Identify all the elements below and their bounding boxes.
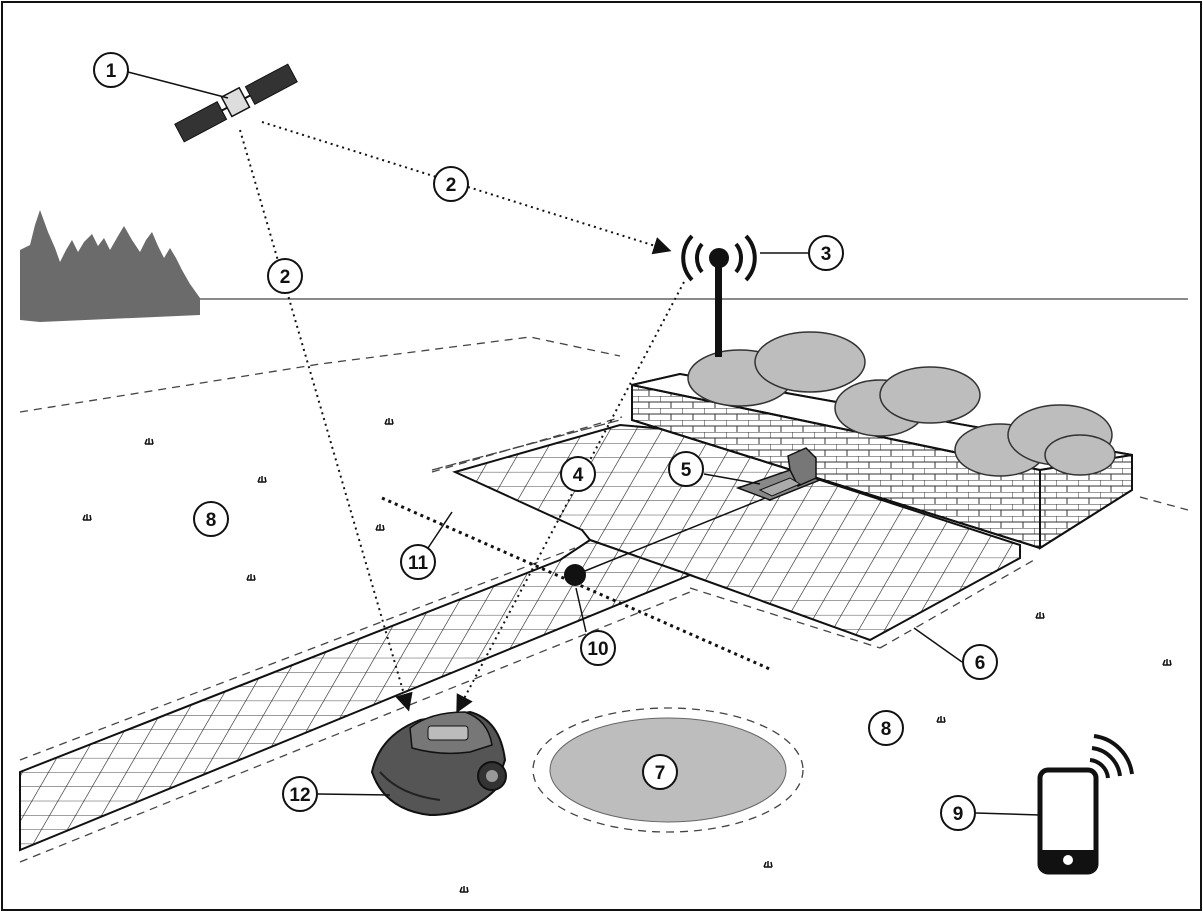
antenna-icon: [681, 234, 757, 357]
callout-3: 3: [808, 235, 844, 271]
terrace-dashed-boundary: [431, 416, 1035, 649]
smartphone-icon: [1037, 767, 1099, 875]
callout-label: 7: [655, 763, 666, 784]
walkway-dashed-boundary: [19, 547, 696, 863]
callout-11: 11: [400, 544, 436, 580]
callout-label: 1: [106, 61, 117, 82]
callout-10: 10: [580, 630, 616, 666]
tree-line-icon: [20, 210, 200, 322]
bush-icon: [687, 331, 1116, 477]
callout-label: 9: [953, 804, 964, 825]
callout-2-signal-mower: 2: [267, 258, 303, 294]
callout-1: 1: [93, 52, 129, 88]
wall-front-edge: [631, 419, 1041, 549]
flower-area-boundary: [532, 707, 804, 833]
callout-8-lawn-right: 8: [868, 710, 904, 746]
cable-connector: [564, 564, 586, 586]
callout-7: 7: [642, 754, 678, 790]
callout-label: 12: [289, 785, 310, 806]
robotic-mower-icon: [370, 710, 507, 817]
leader-lines: [127, 71, 1041, 816]
wifi-icon: [1089, 734, 1134, 779]
callout-label: 10: [587, 639, 608, 660]
callout-label: 4: [573, 465, 584, 486]
callout-label: 2: [446, 175, 457, 196]
satellite-signals: [239, 121, 685, 714]
paved-walkway: [19, 538, 693, 852]
callout-label: 5: [681, 460, 692, 481]
callout-label: 8: [881, 719, 892, 740]
callout-2-signal: 2: [433, 166, 469, 202]
callout-9: 9: [940, 795, 976, 831]
callout-label: 2: [280, 267, 291, 288]
grass-tuft-icon: [82, 418, 1172, 893]
callout-label: 11: [408, 553, 429, 574]
boundary-wire: [381, 496, 773, 672]
callout-label: 3: [821, 244, 832, 265]
callout-12: 12: [282, 776, 318, 812]
callout-5: 5: [668, 451, 704, 487]
callout-6: 6: [962, 644, 998, 680]
callout-4: 4: [560, 456, 596, 492]
charging-cable: [574, 491, 781, 576]
callout-8-lawn-left: 8: [193, 501, 229, 537]
charging-station-icon: [735, 447, 823, 501]
callout-label: 6: [975, 653, 986, 674]
satellite-icon: [174, 63, 298, 143]
callout-label: 8: [206, 510, 217, 531]
working-area-boundary: [19, 336, 1189, 511]
